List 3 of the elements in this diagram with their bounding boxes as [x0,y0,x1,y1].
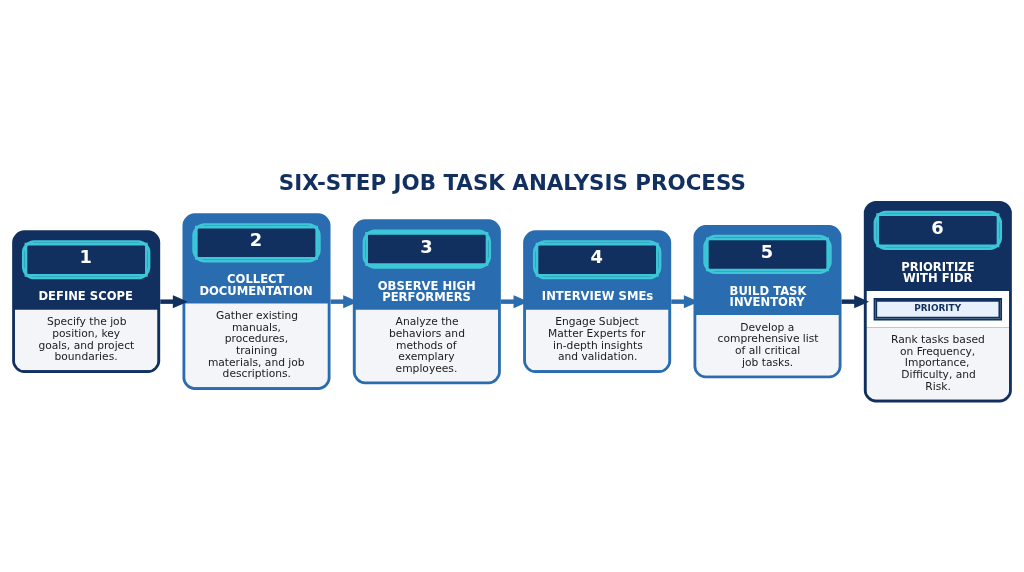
arrow [841,294,870,308]
diagram-title: SIX-STEP JOB TASK ANALYSIS PROCESS [278,169,746,195]
arrow [160,294,188,308]
